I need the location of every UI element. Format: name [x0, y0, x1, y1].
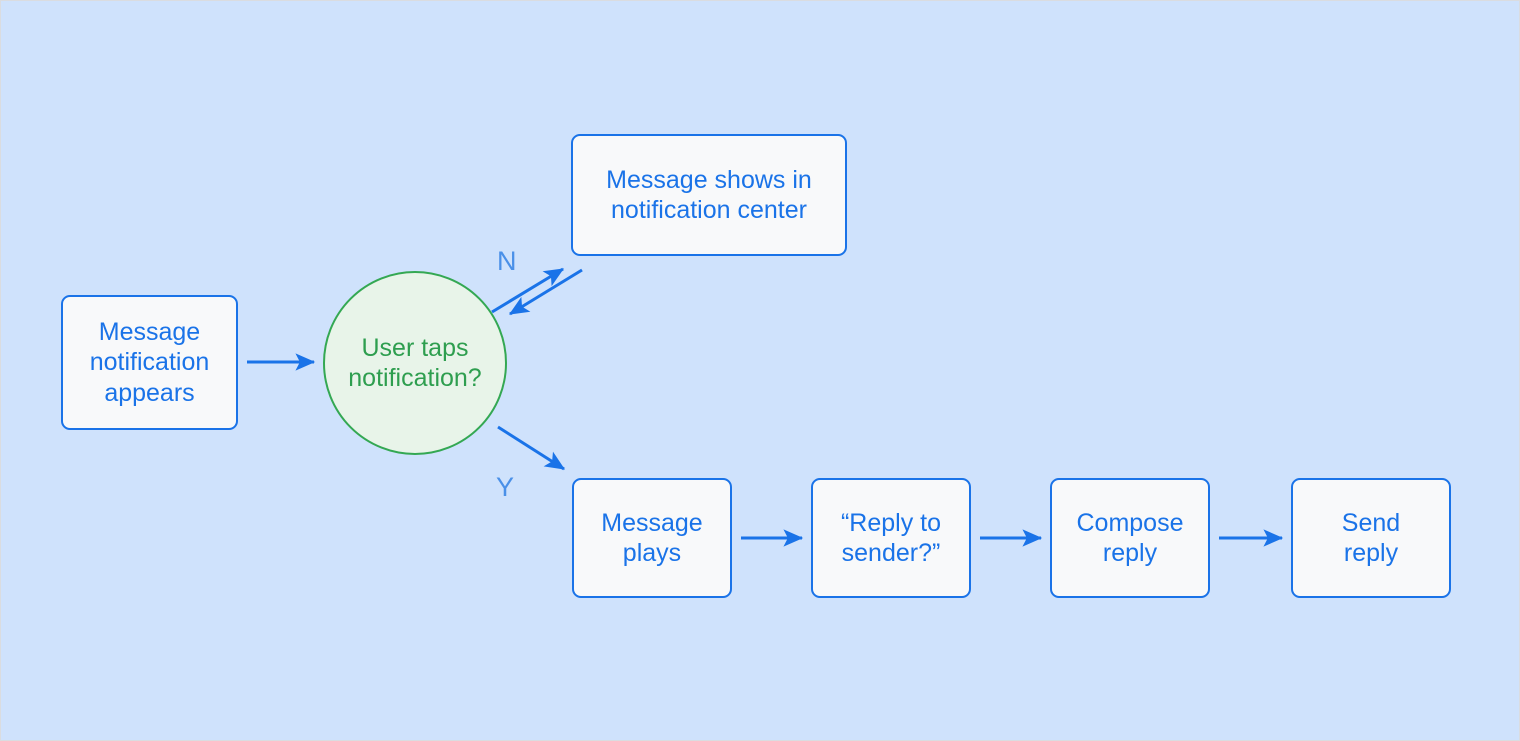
edge-label-n: N — [497, 246, 517, 276]
edge-label-y: Y — [496, 472, 515, 502]
edge-center-to-decision — [508, 268, 583, 316]
edge-decision-to-plays — [497, 425, 566, 471]
